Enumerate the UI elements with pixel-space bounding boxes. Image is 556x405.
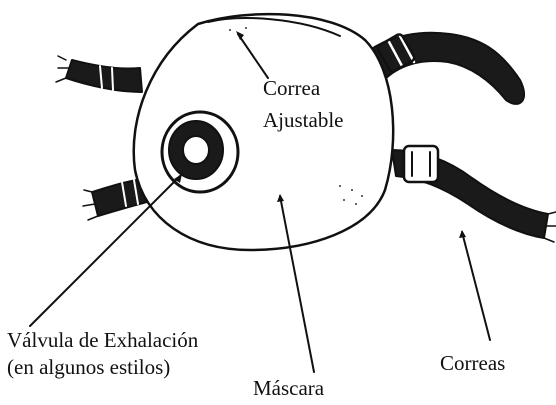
right-upper-strap — [370, 33, 524, 104]
mask-label: Máscara — [253, 376, 324, 400]
adjustable-strap-label-line2: Ajustable — [263, 108, 343, 132]
left-upper-strap — [56, 56, 142, 92]
exhalation-valve — [162, 112, 238, 192]
straps-label: Correas — [440, 351, 505, 375]
exhalation-valve-label-line1: Válvula de Exhalación — [7, 328, 198, 352]
exhalation-valve-label-line2: (en algunos estilos) — [7, 355, 170, 379]
right-lower-strap — [392, 146, 556, 242]
adjustable-strap-label-line1: Correa — [263, 76, 320, 100]
